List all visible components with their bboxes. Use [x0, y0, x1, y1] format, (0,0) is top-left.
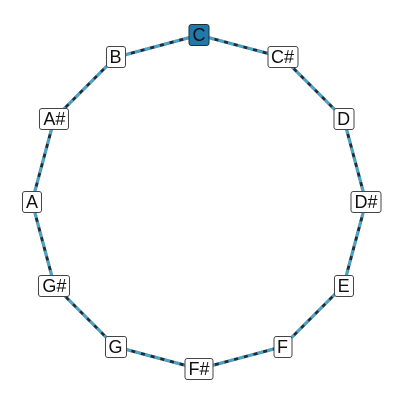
- note-node-f-sharp[interactable]: F#: [184, 358, 214, 380]
- note-node-c[interactable]: C: [188, 24, 210, 46]
- edge-E-F: [281, 284, 345, 348]
- note-node-c-sharp[interactable]: C#: [266, 46, 299, 69]
- edge-D-D#: [342, 118, 368, 203]
- edge-G#-A: [30, 201, 56, 286]
- note-node-d-sharp[interactable]: D#: [350, 191, 382, 213]
- note-node-g[interactable]: G: [104, 335, 127, 358]
- edge-A-A#: [30, 118, 56, 203]
- note-node-d[interactable]: D: [333, 107, 355, 130]
- note-node-f[interactable]: F: [273, 335, 292, 358]
- note-node-b[interactable]: B: [105, 46, 126, 69]
- note-node-a[interactable]: A: [21, 191, 43, 213]
- edge-D#-E: [342, 201, 368, 286]
- note-node-a-sharp[interactable]: A#: [39, 107, 70, 130]
- note-node-e[interactable]: E: [333, 274, 354, 297]
- edge-B-C: [115, 33, 200, 59]
- note-node-g-sharp[interactable]: G#: [38, 274, 71, 297]
